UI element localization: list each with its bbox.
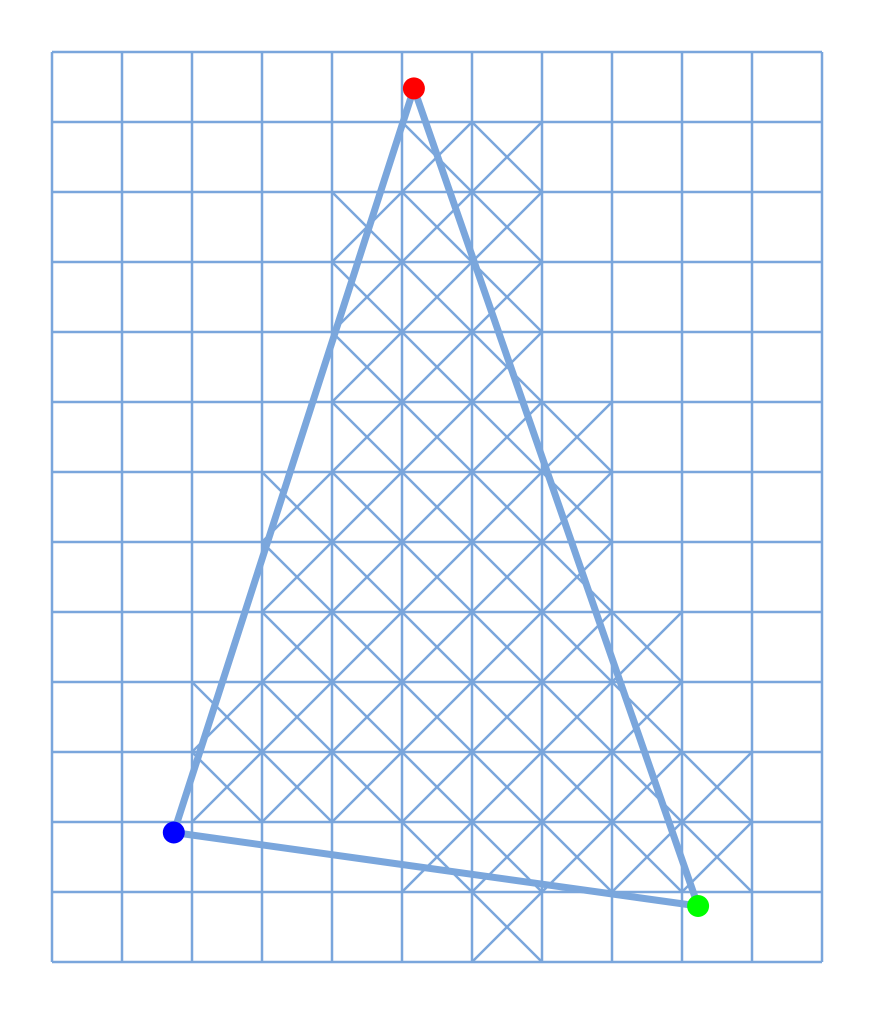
hatch-line [261, 541, 333, 613]
hatch-line [471, 891, 543, 963]
hatched-cell [401, 261, 473, 333]
hatch-line [471, 261, 543, 333]
hatched-cell [261, 541, 333, 613]
hatch-line [471, 611, 543, 683]
right-vertex [687, 895, 710, 917]
hatched-cell [541, 401, 613, 473]
hatch-line [611, 681, 683, 753]
hatch-line [331, 611, 403, 683]
hatch-line [261, 681, 333, 753]
hatched-cell [471, 541, 543, 613]
hatched-cell [401, 331, 473, 403]
hatch-line [611, 751, 683, 823]
hatch-line [541, 681, 613, 753]
hatched-cell [261, 611, 333, 683]
hatch-line [331, 331, 403, 403]
hatched-cell [331, 471, 403, 543]
hatched-cell [471, 191, 543, 263]
grid [50, 50, 824, 964]
hatch-line [541, 751, 613, 823]
triangle [170, 84, 702, 910]
hatch-line [541, 541, 613, 613]
hatched-cell [471, 471, 543, 543]
hatch-line [401, 471, 473, 543]
hatch-line [331, 401, 403, 473]
hatch-line [191, 751, 263, 823]
hatch-line [401, 541, 473, 613]
triangle-edge [410, 84, 702, 910]
hatched-cell [541, 541, 613, 613]
hatched-cell [191, 751, 263, 823]
hatched-cell [471, 611, 543, 683]
hatch-line [331, 541, 403, 613]
hatch-line [541, 821, 613, 893]
hatched-cell [331, 611, 403, 683]
hatched-cell [471, 331, 543, 403]
hatch-line [401, 681, 473, 753]
hatched-cell [681, 821, 753, 893]
hatch-line [471, 821, 543, 893]
hatched-cells [191, 121, 753, 963]
hatch-line [471, 681, 543, 753]
hatched-cell [261, 681, 333, 753]
hatched-cell [401, 821, 473, 893]
hatched-cell [331, 401, 403, 473]
hatch-line [331, 471, 403, 543]
hatch-line [401, 611, 473, 683]
hatched-cell [401, 681, 473, 753]
hatch-line [331, 751, 403, 823]
hatched-cell [611, 751, 683, 823]
hatched-cell [331, 261, 403, 333]
triangle-edge [170, 84, 418, 836]
hatch-line [681, 821, 753, 893]
hatch-line [471, 191, 543, 263]
hatched-cell [681, 751, 753, 823]
hatch-line [541, 471, 613, 543]
hatched-cell [261, 751, 333, 823]
hatched-cell [331, 541, 403, 613]
hatched-cell [401, 191, 473, 263]
hatch-line [611, 611, 683, 683]
hatch-line [261, 611, 333, 683]
hatch-line [261, 751, 333, 823]
hatched-cell [401, 541, 473, 613]
hatched-cell [541, 821, 613, 893]
hatch-line [401, 751, 473, 823]
hatch-line [681, 751, 753, 823]
hatched-cell [471, 891, 543, 963]
left-vertex [162, 821, 185, 844]
hatched-cell [541, 681, 613, 753]
hatched-cell [471, 681, 543, 753]
hatch-line [471, 751, 543, 823]
triangle-edge [170, 829, 702, 910]
hatched-cell [471, 751, 543, 823]
hatched-cell [471, 261, 543, 333]
hatched-cell [331, 331, 403, 403]
hatched-cell [401, 471, 473, 543]
hatch-line [541, 401, 613, 473]
hatched-cell [541, 751, 613, 823]
hatch-line [331, 261, 403, 333]
hatched-cell [611, 611, 683, 683]
hatched-cell [331, 751, 403, 823]
top-vertex [402, 77, 425, 100]
hatched-cell [401, 401, 473, 473]
vertices [162, 77, 710, 917]
hatch-line [331, 681, 403, 753]
hatch-line [401, 261, 473, 333]
hatched-cell [401, 751, 473, 823]
hatch-line [471, 541, 543, 613]
hatched-cell [471, 121, 543, 193]
hatch-line [471, 121, 543, 193]
hatched-cell [331, 681, 403, 753]
hatch-line [471, 331, 543, 403]
hatch-line [471, 471, 543, 543]
hatch-line [401, 821, 473, 893]
hatch-line [401, 331, 473, 403]
hatch-line [401, 191, 473, 263]
hatched-cell [401, 611, 473, 683]
hatch-line [401, 401, 473, 473]
